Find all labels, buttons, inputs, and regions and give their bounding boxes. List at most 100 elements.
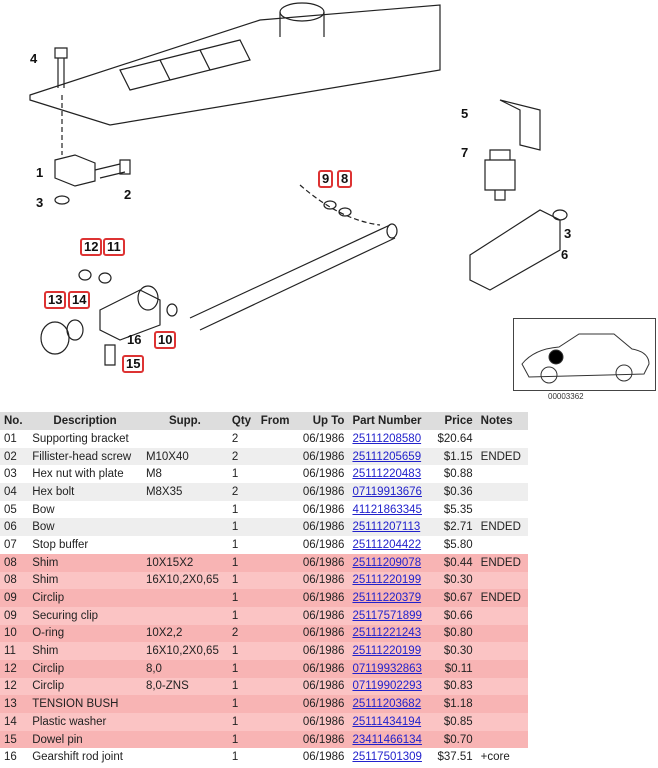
cell-part-number: 25111208580 bbox=[348, 430, 430, 448]
cell-description: O-ring bbox=[28, 624, 142, 643]
cell-price: $0.85 bbox=[430, 713, 477, 731]
cell-no: 10 bbox=[0, 624, 29, 643]
cell-supp bbox=[141, 606, 228, 625]
cell-price: $5.35 bbox=[443, 503, 473, 516]
part-number-link[interactable]: 25111203682 bbox=[352, 698, 422, 711]
cell-price: $1.15 bbox=[430, 447, 477, 466]
callout-9: 9 bbox=[318, 170, 334, 188]
cell-from bbox=[256, 642, 296, 660]
cell-part-number: 25111434194 bbox=[348, 713, 431, 731]
cell-price: $0.83 bbox=[430, 677, 477, 696]
cell-supp: 8,0-ZNS bbox=[141, 677, 228, 696]
cell-from bbox=[256, 624, 296, 643]
callout-15: 15 bbox=[122, 355, 145, 373]
cell-notes bbox=[477, 465, 528, 483]
exploded-view-drawing bbox=[29, 2, 568, 366]
cell-description: Securing clip bbox=[28, 606, 142, 625]
cell-qty: 1 bbox=[227, 606, 257, 625]
part-number-link[interactable]: 07119902293 bbox=[352, 680, 422, 693]
cell-notes: ENDED bbox=[476, 518, 528, 537]
cell-from bbox=[256, 553, 296, 572]
cell-from bbox=[256, 518, 296, 537]
part-number-link[interactable]: 25117571899 bbox=[352, 609, 422, 622]
cell-description: Shim bbox=[28, 571, 142, 590]
part-number-link[interactable]: 41121863345 bbox=[352, 503, 422, 516]
cell-upto: 06/1986 bbox=[295, 553, 349, 572]
cell-qty: 1 bbox=[227, 659, 257, 678]
callout-16: 16 bbox=[127, 332, 142, 347]
part-number-link[interactable]: 25117501309 bbox=[352, 751, 422, 764]
cell-no: 05 bbox=[4, 503, 17, 516]
cell-upto: 06/1986 bbox=[295, 730, 349, 749]
cell-qty: 2 bbox=[227, 624, 257, 643]
cell-price: $2.71 bbox=[430, 518, 477, 537]
callout-5: 5 bbox=[461, 106, 469, 121]
cell-price: $0.30 bbox=[430, 571, 477, 590]
cell-qty: 1 bbox=[227, 677, 257, 696]
cell-from bbox=[256, 606, 296, 625]
col-part-number: Part Number bbox=[348, 412, 431, 430]
part-number-link[interactable]: 25111220199 bbox=[352, 645, 422, 658]
cell-price: $20.64 bbox=[437, 432, 473, 445]
parts-table: No. Description Supp. Qty From Up To Par… bbox=[0, 412, 528, 766]
cell-price: $37.51 bbox=[437, 751, 473, 764]
cell-qty: 1 bbox=[227, 695, 257, 713]
cell-supp bbox=[141, 518, 228, 537]
cell-description: Circlip bbox=[28, 659, 142, 678]
part-number-link[interactable]: 25111208580 bbox=[352, 432, 422, 445]
callout-10: 10 bbox=[154, 331, 177, 349]
part-number-link[interactable]: 25111207113 bbox=[352, 521, 421, 534]
part-number-link[interactable]: 25111205659 bbox=[352, 450, 422, 463]
col-no: No. bbox=[0, 412, 29, 430]
cell-part-number: 23411466134 bbox=[348, 730, 431, 749]
part-number-link[interactable]: 25111209078 bbox=[352, 556, 422, 569]
part-number-link[interactable]: 25111220199 bbox=[352, 574, 422, 587]
cell-notes bbox=[476, 606, 528, 625]
cell-description: Hex nut with plate bbox=[32, 468, 124, 481]
cell-no: 08 bbox=[0, 553, 29, 572]
part-number-link[interactable]: 25111220483 bbox=[352, 468, 422, 481]
part-number-link[interactable]: 23411466134 bbox=[352, 733, 422, 746]
cell-no: 09 bbox=[0, 606, 29, 625]
part-number-link[interactable]: 07119932863 bbox=[352, 662, 422, 675]
part-number-link[interactable]: 25111220379 bbox=[352, 592, 422, 605]
cell-part-number: 25111207113 bbox=[348, 518, 431, 537]
part-number-link[interactable]: 25111204422 bbox=[352, 538, 422, 551]
cell-supp bbox=[142, 501, 228, 519]
cell-supp bbox=[142, 430, 228, 448]
part-number-link[interactable]: 07119913676 bbox=[352, 485, 422, 498]
cell-notes bbox=[477, 536, 528, 554]
cell-supp: M8 bbox=[145, 468, 162, 481]
cell-supp: 16X10,2X0,65 bbox=[141, 642, 228, 660]
cell-from bbox=[257, 748, 296, 766]
cell-price: $0.88 bbox=[443, 468, 473, 481]
callout-12: 12 bbox=[80, 238, 103, 256]
cell-qty: 1 bbox=[227, 713, 257, 731]
col-description: Description bbox=[28, 412, 142, 430]
cell-supp bbox=[142, 748, 228, 766]
cell-description: Stop buffer bbox=[32, 538, 89, 551]
cell-notes bbox=[476, 571, 528, 590]
part-number-link[interactable]: 25111221243 bbox=[352, 627, 422, 640]
cell-price: $0.67 bbox=[430, 589, 477, 607]
cell-part-number: 25111209078 bbox=[348, 553, 431, 572]
col-supp: Supp. bbox=[141, 412, 228, 430]
cell-qty: 1 bbox=[227, 589, 257, 607]
vehicle-location-inset bbox=[513, 318, 656, 391]
cell-upto: 06/1986 bbox=[302, 538, 345, 551]
cell-supp: 8,0 bbox=[141, 659, 228, 678]
cell-description: TENSION BUSH bbox=[28, 695, 142, 713]
cell-qty: 1 bbox=[227, 518, 257, 537]
cell-notes bbox=[476, 659, 528, 678]
cell-supp bbox=[141, 695, 228, 713]
part-number-link[interactable]: 25111434194 bbox=[352, 715, 422, 728]
cell-description: Fillister-head screw bbox=[28, 447, 142, 466]
col-upto: Up To bbox=[295, 412, 349, 430]
cell-qty: 1 bbox=[227, 571, 257, 590]
